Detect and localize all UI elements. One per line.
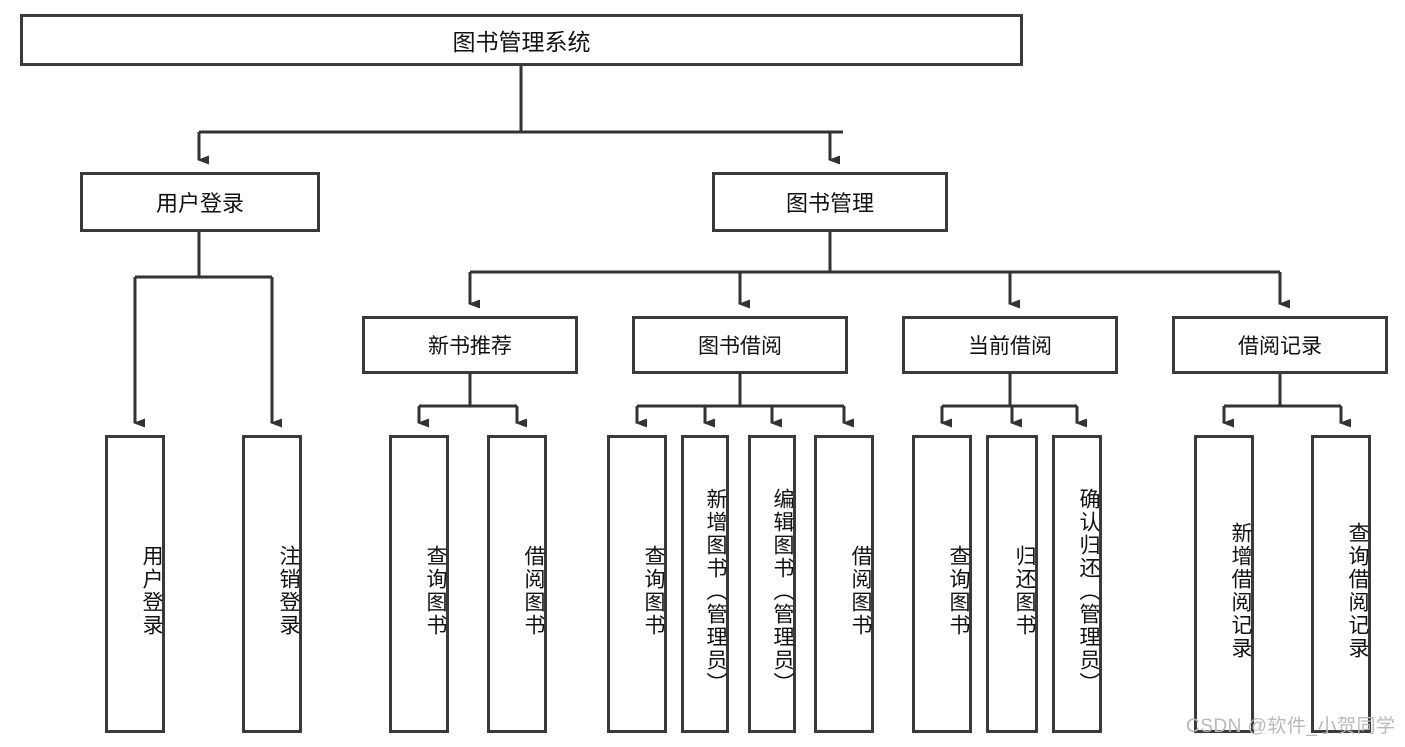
node-book-management[interactable]: 图书管理 [712,172,948,232]
node-leaf-query-borrow-record-label: 查询借阅记录 [1346,522,1369,660]
node-leaf-edit-book[interactable]: 编辑图书（管理员） [748,435,796,733]
node-user-login[interactable]: 用户登录 [80,172,320,232]
node-leaf-add-borrow-record[interactable]: 新增借阅记录 [1194,435,1254,733]
node-leaf-return-book-label: 归还图书 [1013,545,1036,637]
node-new-book-recommend-label: 新书推荐 [428,335,512,358]
node-leaf-borrow-book-recommend[interactable]: 借阅图书 [487,435,547,733]
node-leaf-add-borrow-record-label: 新增借阅记录 [1229,522,1252,660]
node-leaf-query-book-borrow-label: 查询图书 [642,545,665,637]
node-leaf-add-book[interactable]: 新增图书（管理员） [681,435,729,733]
node-leaf-borrow-book-label: 借阅图书 [849,545,872,637]
node-leaf-logout[interactable]: 注销登录 [242,435,302,733]
node-new-book-recommend[interactable]: 新书推荐 [362,316,578,374]
node-leaf-user-login-label: 用户登录 [140,545,163,637]
node-current-borrow[interactable]: 当前借阅 [902,316,1118,374]
node-leaf-query-book-recommend-label: 查询图书 [424,545,447,637]
node-leaf-user-login[interactable]: 用户登录 [105,435,165,733]
node-leaf-add-book-label: 新增图书（管理员） [704,487,727,695]
node-borrow-record-label: 借阅记录 [1238,335,1322,358]
node-leaf-edit-book-label: 编辑图书（管理员） [771,487,794,695]
node-leaf-query-borrow-record[interactable]: 查询借阅记录 [1311,435,1371,733]
node-leaf-query-book-current-label: 查询图书 [947,545,970,637]
node-leaf-confirm-return-label: 确认归还（管理员） [1077,487,1100,695]
node-leaf-borrow-book[interactable]: 借阅图书 [814,435,874,733]
node-current-borrow-label: 当前借阅 [968,335,1052,358]
node-book-management-label: 图书管理 [785,191,874,216]
node-book-borrow[interactable]: 图书借阅 [632,316,848,374]
node-book-borrow-label: 图书借阅 [698,335,782,358]
node-leaf-borrow-book-recommend-label: 借阅图书 [522,545,545,637]
node-leaf-query-book-recommend[interactable]: 查询图书 [389,435,449,733]
watermark: CSDN @软件_小贺同学 [1186,716,1396,737]
node-borrow-record[interactable]: 借阅记录 [1172,316,1388,374]
node-leaf-return-book[interactable]: 归还图书 [986,435,1038,733]
node-leaf-query-book-borrow[interactable]: 查询图书 [607,435,667,733]
node-leaf-logout-label: 注销登录 [277,545,300,637]
node-leaf-query-book-current[interactable]: 查询图书 [912,435,972,733]
node-user-login-label: 用户登录 [155,191,244,216]
node-root-label: 图书管理系统 [452,29,591,55]
node-root[interactable]: 图书管理系统 [20,14,1023,66]
node-leaf-confirm-return[interactable]: 确认归还（管理员） [1052,435,1102,733]
